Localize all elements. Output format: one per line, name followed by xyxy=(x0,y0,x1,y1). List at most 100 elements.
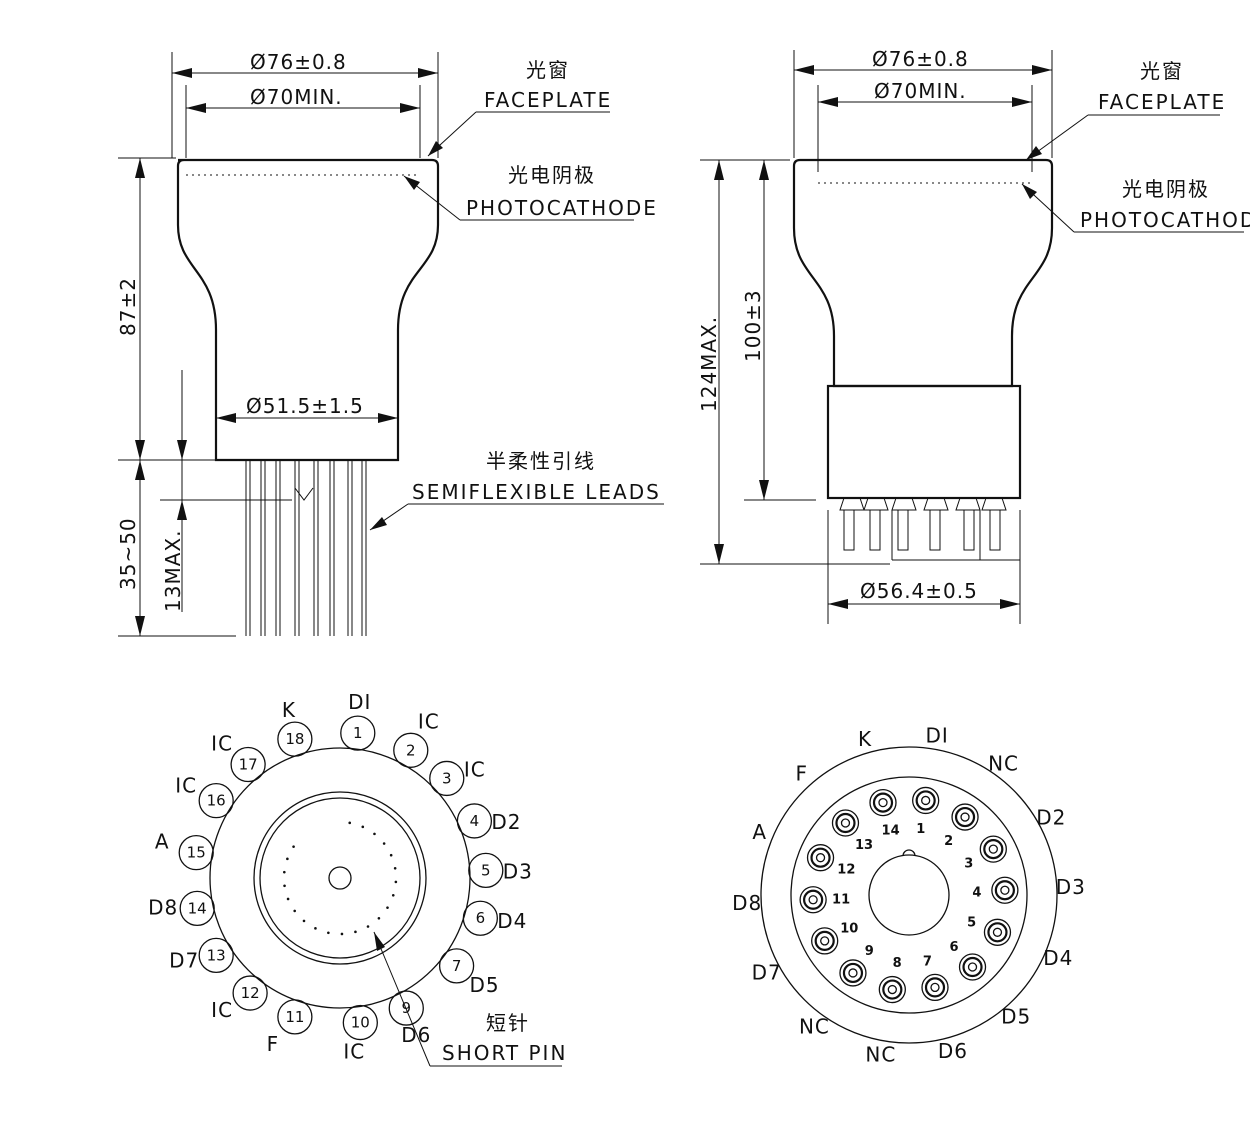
right-pin-socket xyxy=(799,886,827,914)
left-pin-7: 7D5 xyxy=(438,948,499,997)
left-faceplate-diameter: Ø76±0.8 xyxy=(250,50,347,74)
right-pin-socket xyxy=(869,788,897,817)
right-pin-socket-inner xyxy=(962,956,983,978)
right-pin-hole xyxy=(960,812,970,822)
right-window-diameter: Ø70MIN. xyxy=(874,79,967,103)
base-dot xyxy=(394,880,398,884)
right-pin-socket xyxy=(912,786,940,815)
base-dot xyxy=(389,853,393,857)
right-pin-label: D7 xyxy=(752,960,782,984)
base-dot xyxy=(393,866,397,870)
right-pin-hole xyxy=(921,795,931,806)
right-pin-socket-inner xyxy=(915,790,936,811)
right-pin-number: 14 xyxy=(882,824,900,839)
right-pin-number: 12 xyxy=(837,863,855,878)
left-pin-circle xyxy=(179,890,215,927)
right-pin-number: 13 xyxy=(855,838,873,853)
left-pin-circle xyxy=(388,990,424,1026)
base-dot xyxy=(327,931,330,935)
left-pin-label: IC xyxy=(211,732,233,756)
left-leads-cn: 半柔性引线 xyxy=(486,449,596,473)
right-overall-max: 124MAX. xyxy=(697,316,721,412)
right-pin-13: 13F xyxy=(796,762,874,853)
base-dot xyxy=(361,825,365,829)
left-leads-max: 13MAX. xyxy=(161,530,185,612)
left-pin-1: 1DI xyxy=(340,690,376,751)
base-dot xyxy=(340,932,344,936)
left-pin-number: 7 xyxy=(452,957,462,975)
right-pin-label: K xyxy=(858,727,872,751)
short-pin-cn: 短针 xyxy=(486,1011,530,1035)
left-pin-circle xyxy=(277,999,313,1035)
left-pin-label: IC xyxy=(464,757,486,781)
base-dot xyxy=(293,909,296,913)
left-faceplate-en: FACEPLATE xyxy=(484,88,612,112)
left-pin-label: IC xyxy=(343,1040,365,1064)
right-pin-hole xyxy=(988,844,998,854)
right-pin-socket xyxy=(878,975,906,1004)
left-pin-number: 10 xyxy=(351,1014,370,1032)
right-pin-socket xyxy=(983,918,1012,946)
right-pin-socket-inner xyxy=(987,922,1008,943)
right-pin-number: 9 xyxy=(865,944,874,959)
left-pin-number: 4 xyxy=(470,812,480,830)
left-pin-circle xyxy=(456,803,493,839)
left-pin-label: K xyxy=(282,698,296,722)
left-pin-number: 16 xyxy=(207,792,226,810)
right-pin-socket-inner xyxy=(882,979,903,1000)
left-pin-label: IC xyxy=(211,998,233,1022)
right-pin-label: A xyxy=(752,820,767,844)
right-base-diameter: Ø56.4±0.5 xyxy=(860,579,978,603)
left-pin-circle xyxy=(198,782,234,819)
right-pin-socket xyxy=(951,803,979,831)
right-faceplate-en: FACEPLATE xyxy=(1098,90,1226,114)
left-pin-circle xyxy=(340,715,376,751)
right-pin-number: 8 xyxy=(893,956,902,971)
right-pin-socket-inner xyxy=(983,838,1004,860)
right-pin-3: 3D2 xyxy=(964,806,1065,872)
right-tube-view: Ø76±0.8 Ø70MIN. 光窗 FACEPLATE 光电阴极 PHOTOC… xyxy=(697,47,1250,624)
left-pin-number: 14 xyxy=(188,899,207,917)
right-base-pins xyxy=(839,497,1020,561)
left-pin-label: D3 xyxy=(503,859,533,883)
left-pin-circle xyxy=(438,948,475,984)
right-pin-socket xyxy=(979,835,1007,863)
left-base-inner-circle xyxy=(253,791,427,965)
right-pin-socket xyxy=(958,953,987,981)
left-window-diameter: Ø70MIN. xyxy=(250,85,343,109)
right-pin-socket-inner xyxy=(842,962,864,984)
right-pin-socket-inner xyxy=(835,812,856,834)
right-pin-socket-inner xyxy=(814,930,835,952)
left-tube-outline xyxy=(176,158,440,462)
right-pin-12: 12 A xyxy=(752,820,855,878)
left-pin-label: F xyxy=(267,1032,280,1056)
base-dot xyxy=(373,832,376,836)
right-pin-hole xyxy=(992,927,1003,937)
base-dot xyxy=(286,857,289,861)
right-pin-hole xyxy=(820,936,830,946)
left-pin-circle xyxy=(468,852,504,889)
base-dot xyxy=(292,845,295,848)
right-pin-socket xyxy=(806,844,835,872)
right-pin-socket-inner xyxy=(954,806,976,828)
left-pin-circle xyxy=(342,1004,378,1041)
left-pin-number: 2 xyxy=(406,741,416,759)
right-pin-number: 7 xyxy=(923,954,932,969)
left-pin-label: A xyxy=(155,830,170,854)
left-photocathode-en: PHOTOCATHODE xyxy=(466,196,658,220)
right-tube-base xyxy=(826,384,1022,500)
left-pin-number: 3 xyxy=(442,769,452,787)
right-pin-socket-inner xyxy=(810,847,831,868)
left-pin-label: D2 xyxy=(491,810,521,834)
right-pin-hole xyxy=(887,984,897,995)
left-pin-number: 11 xyxy=(285,1008,304,1026)
right-pin-label: NC xyxy=(799,1015,830,1039)
right-pin-number: 5 xyxy=(967,915,976,930)
base-dot xyxy=(283,870,286,874)
left-pin-3: 3 IC xyxy=(429,757,486,797)
right-pin-socket xyxy=(991,876,1019,904)
